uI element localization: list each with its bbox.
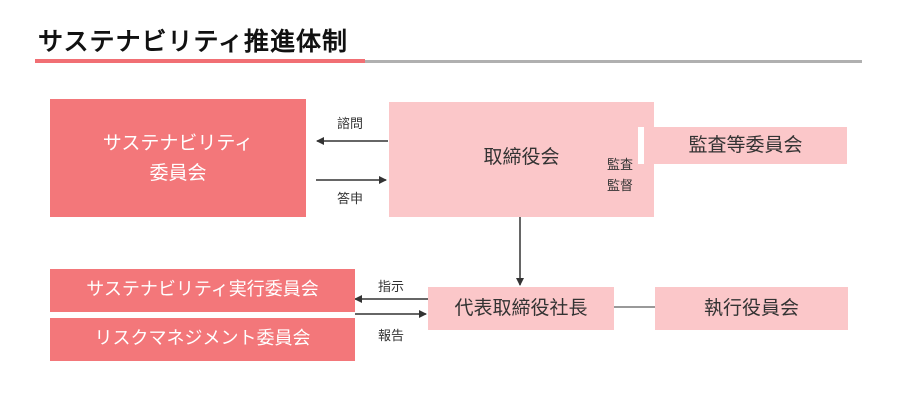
instruct-label: 指示 [378, 280, 405, 295]
consult-label: 諮問 [337, 117, 364, 132]
executive-committee-box: 執行役員会 [655, 287, 848, 330]
report-answer-label: 答申 [337, 192, 364, 207]
audit-committee-label: 監査等委員会 [688, 134, 803, 157]
president-box: 代表取締役社長 [428, 287, 614, 330]
president-label: 代表取締役社長 [454, 297, 588, 320]
sustainability-execution-committee-label: サステナビリティ実行委員会 [86, 279, 319, 301]
sustainability-committee-label-line1: サステナビリティ [102, 131, 254, 154]
title-underline [365, 60, 862, 63]
sustainability-committee-label-line2: 委員会 [149, 162, 207, 184]
title-underline-accent [35, 59, 365, 63]
executive-committee-label: 執行役員会 [703, 297, 799, 320]
board-box: 取締役会 [389, 102, 654, 217]
risk-management-committee-label: リスクマネジメント委員会 [94, 328, 311, 350]
report-label: 報告 [378, 329, 405, 344]
audit-committee-box: 監査等委員会 [644, 127, 847, 164]
sustainability-execution-committee-box: サステナビリティ実行委員会 [50, 269, 355, 312]
audit-label: 監査 [607, 158, 634, 173]
sustainability-committee-box: サステナビリティ 委員会 [50, 99, 306, 217]
risk-management-committee-box: リスクマネジメント委員会 [50, 318, 355, 361]
page-title: サステナビリティ推進体制 [38, 27, 349, 56]
supervise-label: 監督 [607, 179, 634, 194]
board-label: 取締役会 [483, 146, 560, 169]
